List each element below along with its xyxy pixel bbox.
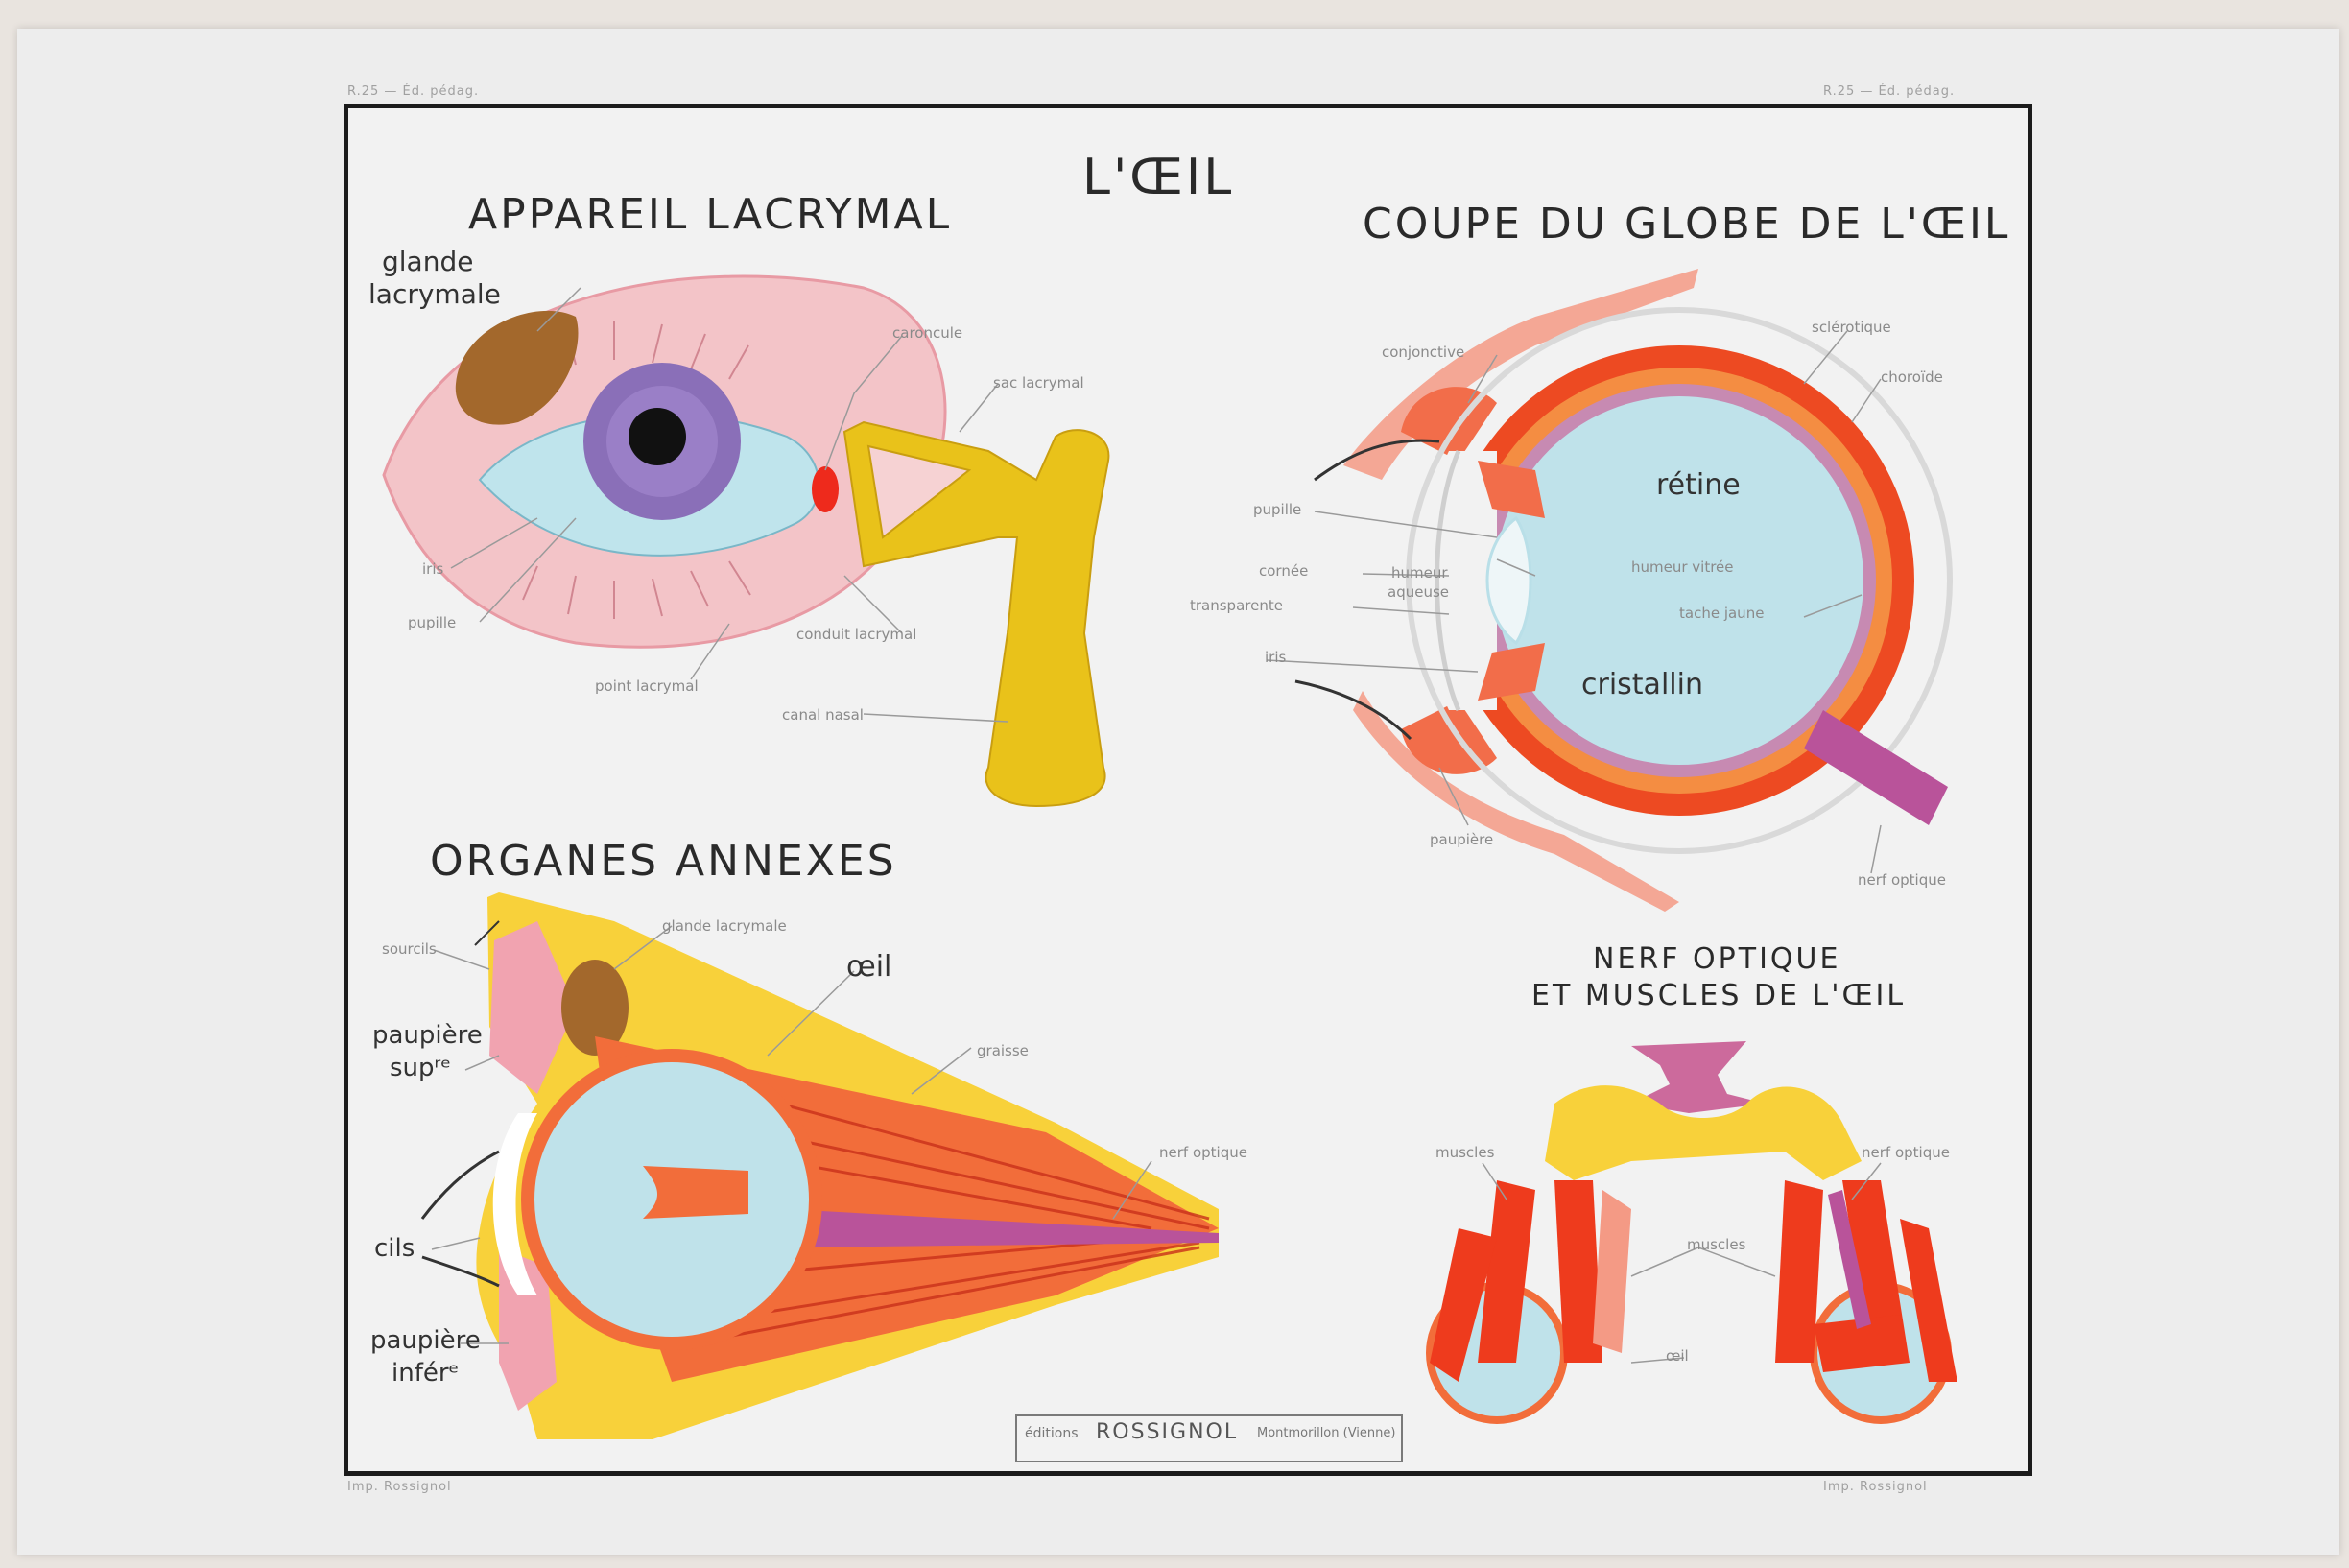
publisher-address: Montmorillon (Vienne) [1257, 1426, 1396, 1440]
label-glande-lacrymale-annexes: glande lacrymale [662, 917, 787, 935]
label-point-lacrymal: point lacrymal [595, 677, 699, 695]
label-paupiere-sup-abbr: supʳᵉ [390, 1054, 452, 1082]
label-paupiere-sup: paupière [372, 1021, 483, 1050]
label-aqueuse: aqueuse [1388, 583, 1449, 601]
fine-print-bottom-right: Imp. Rossignol [1823, 1480, 1928, 1494]
publisher-box [1015, 1414, 1403, 1462]
label-caroncule: caroncule [892, 324, 963, 342]
nerf-optique-illustration [1426, 1041, 1958, 1424]
fine-print-bottom-left: Imp. Rossignol [347, 1480, 452, 1494]
label-humeur-vitree: humeur vitrée [1631, 558, 1734, 576]
label-choroide: choroïde [1881, 368, 1943, 386]
label-sac-lacrymal: sac lacrymal [993, 374, 1084, 392]
label-muscles-center: muscles [1687, 1236, 1746, 1253]
label-retine: rétine [1656, 468, 1741, 502]
heading-appareil-lacrymal: APPAREIL LACRYMAL [468, 190, 953, 239]
label-iris-lacrymal: iris [422, 560, 444, 578]
heading-nerf-optique: NERF OPTIQUE [1593, 942, 1841, 976]
fine-print-top-right: R.25 — Éd. pédag. [1823, 84, 1956, 99]
coupe-globe-illustration [1294, 269, 1953, 912]
publisher-name: ROSSIGNOL [1096, 1420, 1239, 1444]
publisher-pre: éditions [1025, 1426, 1079, 1441]
label-paupiere-coupe: paupière [1430, 831, 1494, 848]
label-paupiere-infer: paupière [370, 1326, 481, 1355]
label-transparente: transparente [1190, 597, 1283, 614]
label-muscles-left: muscles [1436, 1144, 1495, 1161]
label-nerf-optique-coupe: nerf optique [1858, 871, 1946, 889]
label-pupille-coupe: pupille [1253, 501, 1302, 518]
label-humeur: humeur [1391, 564, 1448, 582]
label-nerf-optique-nerf: nerf optique [1862, 1144, 1950, 1161]
label-oeil-annexes: œil [846, 950, 892, 984]
label-cornee: cornée [1259, 562, 1309, 580]
label-pupille-lacrymal: pupille [408, 614, 457, 631]
label-graisse: graisse [977, 1042, 1029, 1059]
heading-organes-annexes: ORGANES ANNEXES [430, 837, 897, 886]
chart-title: L'ŒIL [1082, 149, 1235, 206]
lacrymal-eye-illustration [382, 274, 1110, 808]
label-paupiere-infer-abbr: inférᵉ [392, 1359, 460, 1388]
label-conjonctive: conjonctive [1382, 344, 1465, 361]
label-sclerotique: sclérotique [1812, 319, 1891, 336]
label-cils: cils [374, 1234, 415, 1263]
organes-annexes-illustration [420, 892, 1219, 1439]
label-glande: glande [382, 246, 474, 277]
label-sourcils: sourcils [382, 940, 437, 958]
heading-coupe-du-globe: COUPE DU GLOBE DE L'ŒIL [1363, 200, 2011, 249]
heading-muscles-de-l-oeil: ET MUSCLES DE L'ŒIL [1531, 979, 1907, 1012]
label-tache-jaune: tache jaune [1679, 605, 1765, 622]
label-cristallin: cristallin [1581, 668, 1703, 701]
fine-print-top-left: R.25 — Éd. pédag. [347, 84, 480, 99]
label-nerf-optique-annexes: nerf optique [1159, 1144, 1247, 1161]
label-iris-coupe: iris [1265, 649, 1287, 666]
label-canal-nasal: canal nasal [782, 706, 864, 724]
label-lacrymale: lacrymale [368, 278, 501, 310]
label-conduit-lacrymal: conduit lacrymal [796, 626, 917, 643]
label-oeil-nerf: œil [1666, 1347, 1689, 1365]
